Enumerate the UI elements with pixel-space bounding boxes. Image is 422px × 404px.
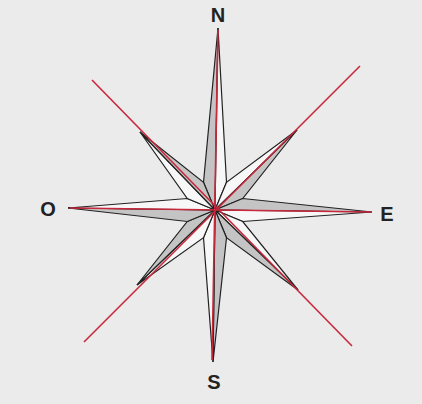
star-half — [137, 210, 215, 285]
direction-line — [212, 30, 218, 360]
star-half — [137, 210, 215, 285]
star-half — [140, 132, 215, 210]
star-half — [140, 132, 215, 210]
direction-line — [92, 80, 352, 346]
direction-letter: N — [211, 5, 225, 25]
direction-line — [84, 66, 360, 342]
direction-letter: S — [207, 372, 220, 392]
direction-letter: O — [40, 199, 56, 219]
direction-letter: E — [380, 204, 393, 224]
